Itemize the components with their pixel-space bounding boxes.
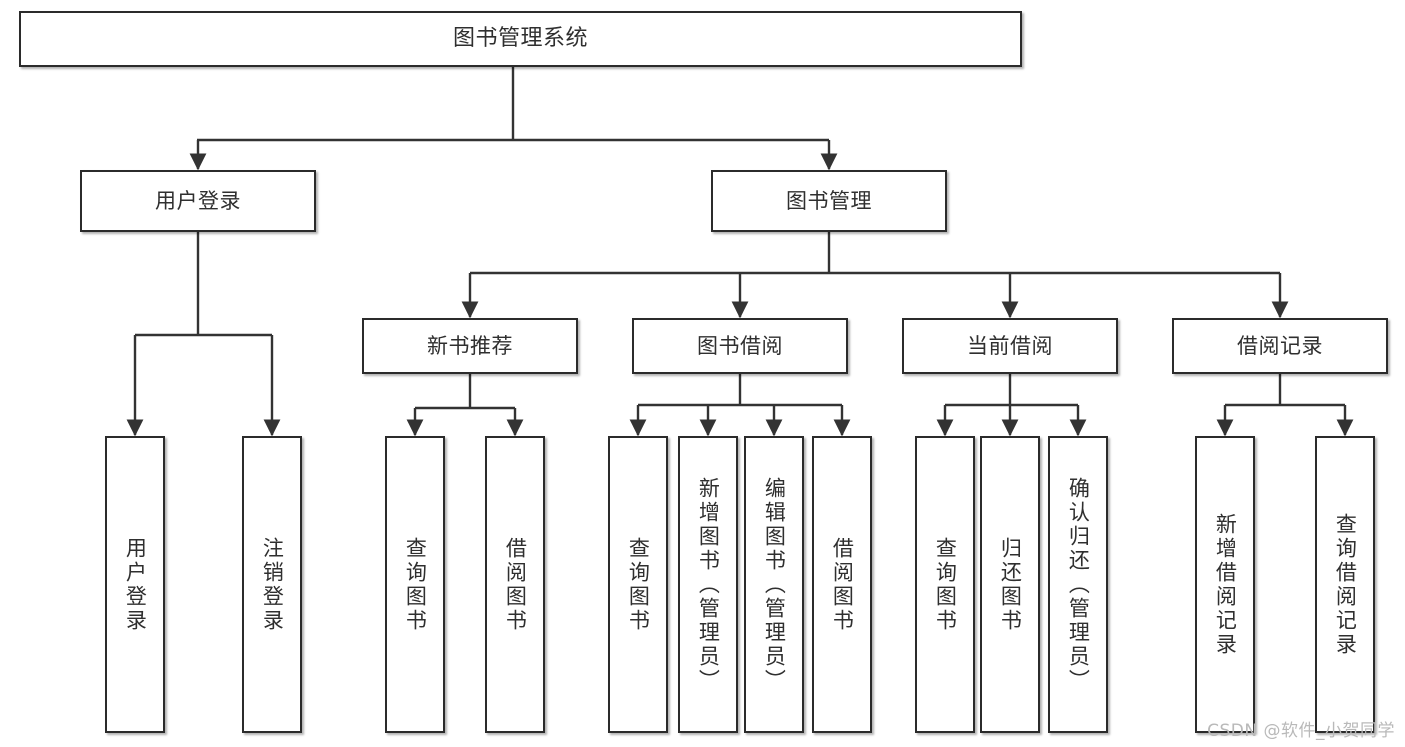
node-label: 图书管理 [786, 188, 872, 213]
node-book-borrow[interactable]: 图书借阅 [632, 318, 848, 374]
node-book-management[interactable]: 图书管理 [711, 170, 947, 232]
leaf-logout[interactable]: 注销登录 [242, 436, 302, 733]
node-current-borrow[interactable]: 当前借阅 [902, 318, 1118, 374]
node-label: 确认归还（管理员） [1066, 476, 1091, 693]
node-label: 查询图书 [626, 536, 651, 633]
node-user-login[interactable]: 用户登录 [80, 170, 316, 232]
node-label: 用户登录 [155, 188, 241, 213]
node-new-book-recommend[interactable]: 新书推荐 [362, 318, 578, 374]
node-label: 当前借阅 [967, 333, 1053, 358]
node-label: 注销登录 [260, 536, 285, 633]
node-label: 图书借阅 [697, 333, 783, 358]
node-label: 借阅记录 [1237, 333, 1323, 358]
leaf-query-borrow-record[interactable]: 查询借阅记录 [1315, 436, 1375, 733]
node-borrow-record[interactable]: 借阅记录 [1172, 318, 1388, 374]
node-label: 借阅图书 [503, 536, 528, 633]
node-label: 查询图书 [403, 536, 428, 633]
node-label: 借阅图书 [830, 536, 855, 633]
node-label: 新增借阅记录 [1213, 512, 1238, 657]
leaf-query-book-3[interactable]: 查询图书 [915, 436, 975, 733]
leaf-confirm-return[interactable]: 确认归还（管理员） [1048, 436, 1108, 733]
node-label: 新增图书（管理员） [696, 476, 721, 693]
node-label: 新书推荐 [427, 333, 513, 358]
node-root-system[interactable]: 图书管理系统 [19, 11, 1022, 67]
node-label: 图书管理系统 [452, 26, 588, 52]
leaf-return-book[interactable]: 归还图书 [980, 436, 1040, 733]
node-label: 查询图书 [933, 536, 958, 633]
node-label: 归还图书 [998, 536, 1023, 633]
node-label: 编辑图书（管理员） [762, 476, 787, 693]
leaf-add-borrow-record[interactable]: 新增借阅记录 [1195, 436, 1255, 733]
leaf-edit-book[interactable]: 编辑图书（管理员） [744, 436, 804, 733]
leaf-query-book-2[interactable]: 查询图书 [608, 436, 668, 733]
leaf-borrow-book-1[interactable]: 借阅图书 [485, 436, 545, 733]
node-label: 用户登录 [123, 536, 148, 633]
leaf-query-book-1[interactable]: 查询图书 [385, 436, 445, 733]
leaf-borrow-book-2[interactable]: 借阅图书 [812, 436, 872, 733]
node-label: 查询借阅记录 [1333, 512, 1358, 657]
leaf-add-book[interactable]: 新增图书（管理员） [678, 436, 738, 733]
leaf-user-login[interactable]: 用户登录 [105, 436, 165, 733]
